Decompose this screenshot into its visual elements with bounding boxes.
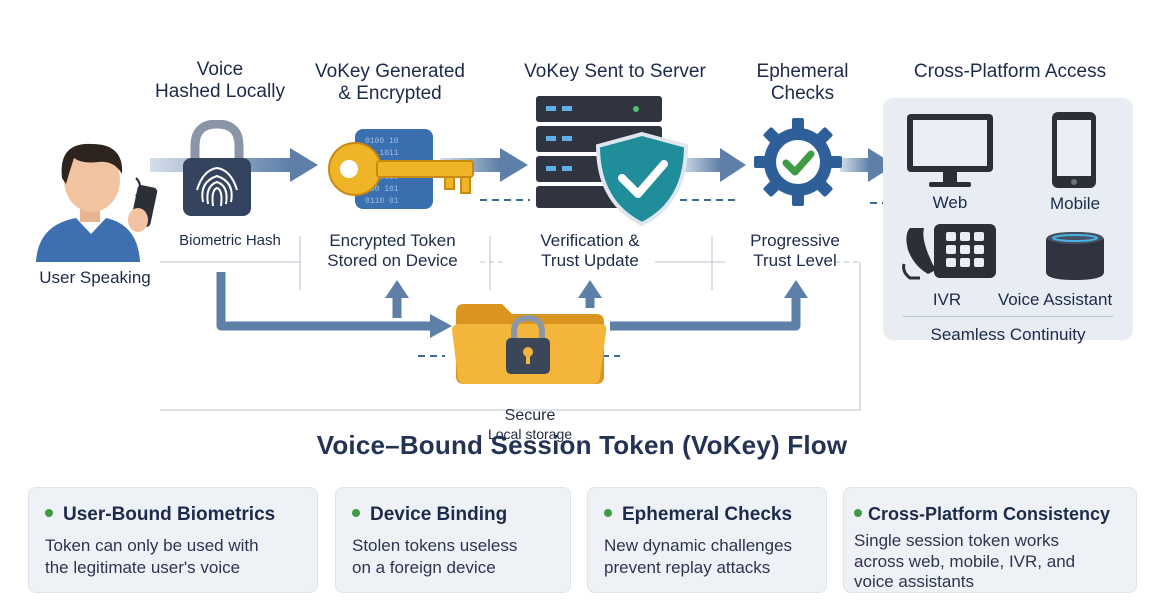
user-speaking-icon — [36, 143, 158, 262]
card-heading-text: Ephemeral Checks — [622, 504, 793, 525]
card-cross-platform-consistency: Cross-Platform Consistency Single sessio… — [843, 487, 1137, 593]
svg-text:0110 01: 0110 01 — [365, 197, 399, 206]
svg-text:100 101: 100 101 — [365, 185, 399, 194]
padlock-fingerprint-icon — [183, 120, 251, 216]
platform-web: Web — [932, 193, 968, 212]
card-heading-text: User-Bound Biometrics — [63, 504, 276, 525]
encrypted-token-label: Encrypted Token Stored on Device — [327, 231, 458, 270]
smart-speaker-icon — [1046, 232, 1104, 280]
bullet-dot-icon — [604, 508, 612, 517]
step-cross-platform: Cross-Platform Access — [913, 61, 1107, 82]
desk-phone-icon — [902, 224, 996, 280]
card-text: New dynamic challenges prevent replay at… — [604, 536, 793, 578]
user-speaking-label: User Speaking — [39, 268, 151, 287]
main-arrow — [840, 148, 895, 182]
seamless-continuity-label: Seamless Continuity — [930, 325, 1086, 344]
card-user-bound-biometrics: User-Bound Biometrics Token can only be … — [28, 487, 318, 593]
card-text: Token can only be used with the legitima… — [45, 536, 259, 578]
step-voice-hashed: Voice Hashed Locally — [155, 59, 285, 102]
card-heading: Cross-Platform Consistency — [854, 504, 1122, 525]
platform-voice-assistant: Voice Assistant — [997, 290, 1113, 309]
bullet-dot-icon — [45, 508, 53, 517]
step-vokey-sent: VoKey Sent to Server — [524, 61, 706, 82]
main-arrow — [680, 148, 746, 182]
diagram-title: Voice–Bound Session Token (VoKey) Flow — [316, 430, 848, 460]
local-storage-words: Local storage — [487, 425, 573, 442]
gear-check-icon — [754, 118, 842, 206]
platform-mobile: Mobile — [1049, 194, 1101, 213]
card-heading: User-Bound Biometrics — [45, 504, 303, 526]
card-text: Stolen tokens useless on a foreign devic… — [352, 536, 518, 578]
card-ephemeral-checks: Ephemeral Checks New dynamic challenges … — [587, 487, 827, 593]
step-ephemeral-checks: Ephemeral Checks — [756, 61, 849, 104]
step-vokey-generated: VoKey Generated & Encrypted — [315, 61, 465, 104]
svg-text:0100 10: 0100 10 — [365, 137, 399, 146]
progressive-trust-label: Progressive Trust Level — [750, 231, 840, 270]
svg-text:10 1011: 10 1011 — [365, 149, 399, 158]
divider-lines — [160, 236, 861, 411]
platform-ivr: IVR — [932, 290, 962, 309]
card-heading: Device Binding — [352, 504, 556, 526]
card-heading-text: Cross-Platform Consistency — [868, 504, 1111, 524]
monitor-icon — [907, 114, 993, 187]
card-heading: Ephemeral Checks — [604, 504, 812, 526]
card-text: Single session token works across web, m… — [854, 531, 1076, 592]
folder-lock-icon — [452, 304, 607, 384]
card-device-binding: Device Binding Stolen tokens useless on … — [335, 487, 571, 593]
card-heading-text: Device Binding — [370, 504, 508, 525]
biometric-hash-label: Biometric Hash — [179, 232, 281, 249]
phone-icon — [1052, 112, 1096, 188]
server-shield-icon — [536, 96, 689, 227]
bullet-dot-icon — [352, 508, 360, 517]
secure-storage-label: Secure Local storage — [430, 389, 630, 444]
secure-storage-word: Secure — [504, 407, 556, 425]
panel-divider — [903, 316, 1113, 317]
bullet-dot-icon — [854, 509, 862, 518]
verification-label: Verification & Trust Update — [540, 231, 640, 270]
